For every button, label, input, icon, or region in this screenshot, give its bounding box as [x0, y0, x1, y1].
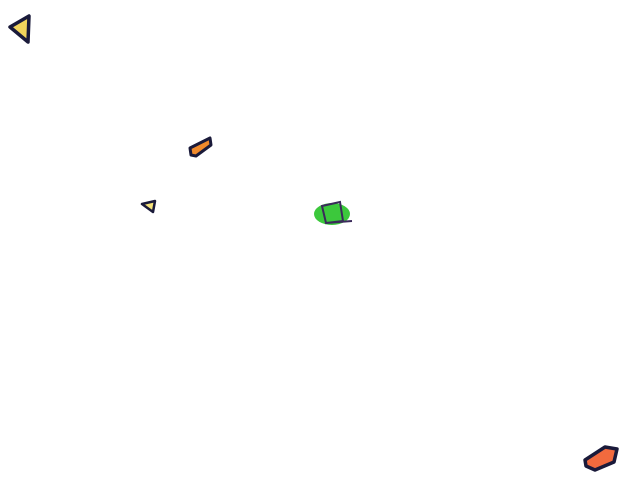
orange-block[interactable] — [188, 136, 213, 158]
yellow-triangle-small[interactable] — [140, 199, 157, 214]
green-square-player[interactable] — [314, 200, 353, 225]
red-orange-block[interactable] — [583, 445, 619, 472]
yellow-triangle-large[interactable] — [8, 14, 31, 44]
